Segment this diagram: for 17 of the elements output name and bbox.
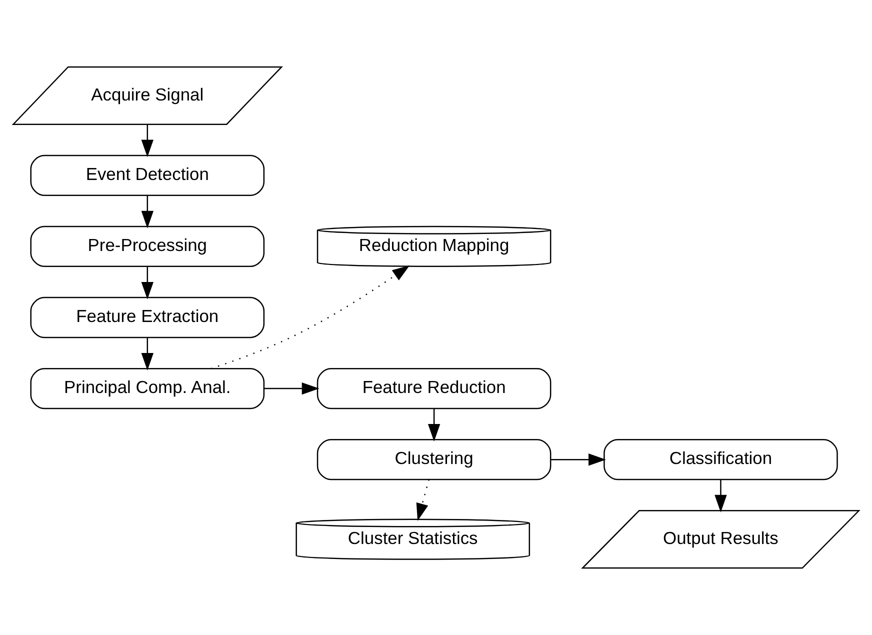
arrow [264, 382, 320, 395]
node-box: Pre-Processing [30, 226, 265, 268]
arrow [428, 408, 440, 442]
arrow [141, 195, 154, 228]
arrow [141, 124, 154, 158]
node-box: Feature Extraction [30, 296, 265, 338]
arrow [210, 265, 410, 370]
arrow [551, 453, 606, 466]
arrow [141, 337, 154, 370]
node-box: Event Detection [30, 154, 265, 196]
arrow [416, 479, 430, 521]
arrow [141, 266, 154, 300]
node-box: Clustering [316, 439, 552, 480]
node-box: Feature Reduction [316, 368, 552, 410]
arrow [714, 480, 727, 512]
node-box: Classification [604, 439, 838, 480]
node-box: Principal Comp. Anal. [30, 368, 265, 410]
